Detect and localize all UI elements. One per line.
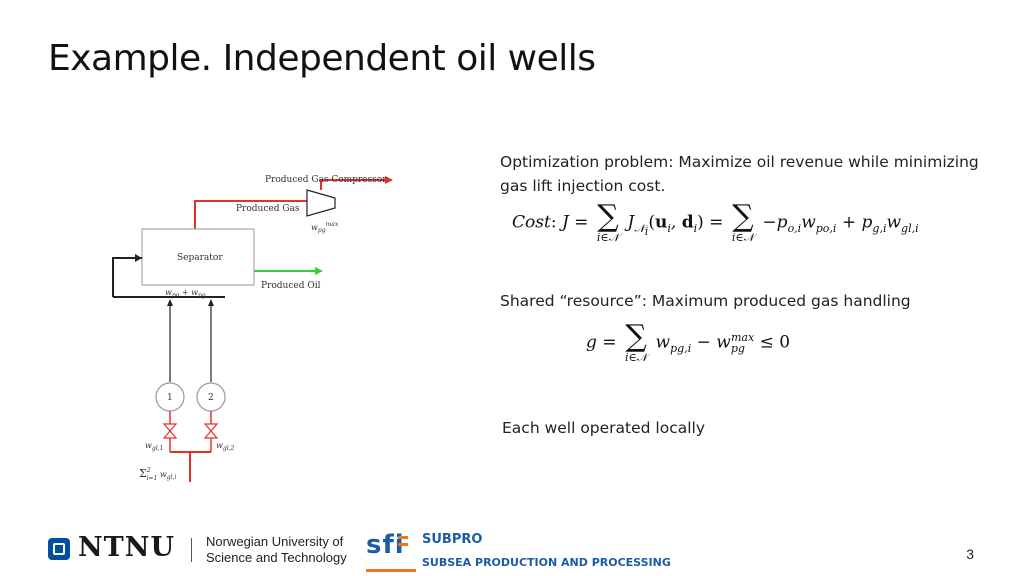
produced-oil-arrow [315,267,323,275]
ntnu-logo-icon [48,538,70,560]
constraint-equation: g = ∑i∈𝒩 wpg,i − wpgmax ≤ 0 [586,319,791,364]
produced-oil-label: Produced Oil [261,281,321,291]
sum-operator: ∑i∈𝒩 [731,199,755,244]
problem-text: Optimization problem: Maximize oil reven… [500,153,979,195]
page-number: 3 [966,546,974,562]
cost-label: Cost [512,212,551,233]
resource-text: Shared “resource”: Maximum produced gas … [500,292,911,310]
compressor-outlet-line [320,179,385,190]
university-line-1: Norwegian University of [206,534,344,549]
footer: NTNU Norwegian University of Science and… [0,520,1024,576]
compressor-symbol [306,189,336,217]
gas-lift-label-2: wgl,2 [216,441,235,452]
local-text: Each well operated locally [502,419,706,437]
riser-arrow-1 [167,299,173,306]
produced-gas-label: Produced Gas [236,204,300,214]
inflow-label: wpo + wpg [165,288,206,299]
university-line-2: Science and Technology [206,550,347,565]
separator-box [141,228,255,286]
produced-gas-line [194,200,307,229]
gas-lift-label-1: wgl,1 [145,441,163,452]
footer-divider [191,538,192,562]
valve-1-icon [162,423,178,439]
riser-arrow-2 [208,299,214,306]
subpro-title: SUBPRO [422,532,483,547]
well-1-label: 1 [167,393,173,403]
process-diagram: Produced Gas Compressor Produced Gas wpg… [112,175,393,482]
cost-equation: Cost: J = ∑i∈𝒩 J𝒩i(ui, di) = ∑i∈𝒩 −po,iw… [512,199,919,244]
ntnu-wordmark: NTNU [78,532,175,563]
compressor-label: Produced Gas Compressor [265,175,387,185]
sum-operator: ∑i∈𝒩 [596,199,620,244]
sfi-logo-icon: sfi [366,530,416,572]
compressor-arrow [385,176,393,184]
recycle-arrow [135,254,142,262]
well-2-label: 2 [208,393,214,403]
valve-2-icon [203,423,219,439]
slide-title: Example. Independent oil wells [48,38,596,79]
separator-label: Separator [177,253,223,263]
compressor-variable: wpgmax [311,221,339,234]
sum-operator: ∑i∈𝒩 [624,319,648,364]
recycle-line [112,257,142,297]
subpro-subtitle: SUBSEA PRODUCTION AND PROCESSING [422,556,671,569]
